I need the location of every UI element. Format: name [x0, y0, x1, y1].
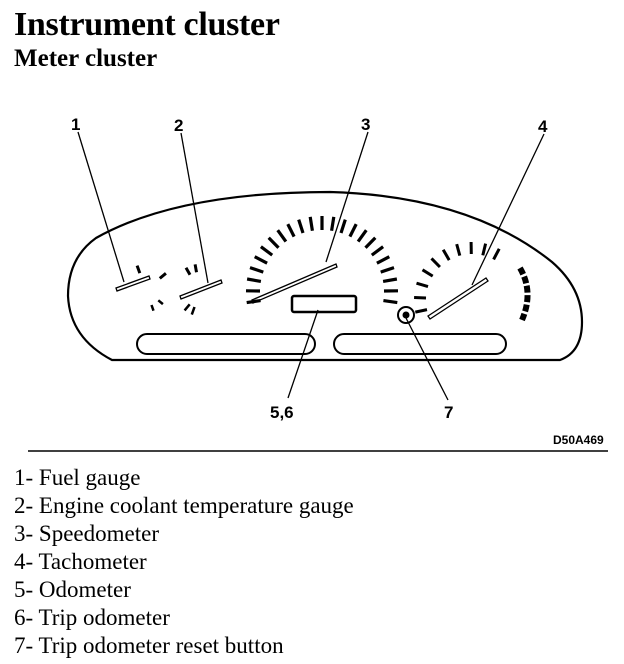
coolant-gauge-ticks: [183, 264, 198, 316]
speedometer-tick: [339, 219, 347, 234]
speedometer-tick: [249, 266, 264, 274]
speedometer-tick: [286, 223, 296, 238]
fuel-needle: [115, 275, 151, 292]
callout-3: 3: [361, 115, 370, 134]
tachometer-tick: [430, 257, 441, 269]
legend-item: 4- Tachometer: [14, 549, 147, 574]
fuel-gauge-tick: [158, 272, 167, 280]
legend-item: 5- Odometer: [14, 577, 131, 602]
callout-1: 1: [71, 115, 80, 134]
left-display-window: [136, 333, 316, 355]
odometer-display: [290, 294, 358, 314]
tachometer-tick: [414, 308, 428, 314]
coolant-gauge-tick: [190, 306, 196, 316]
legend-item: 1- Fuel gauge: [14, 465, 141, 490]
speedometer-tick: [267, 236, 280, 249]
legend-item: 3- Speedometer: [14, 521, 159, 546]
tachometer-tick: [481, 243, 488, 256]
callout-2: 2: [174, 116, 183, 135]
speedometer-tick: [246, 277, 262, 283]
figure-code: D50A469: [553, 433, 604, 447]
page-subtitle: Meter cluster: [14, 45, 158, 72]
legend-item: 7- Trip odometer reset button: [14, 633, 284, 658]
speedometer-ticks: [245, 216, 399, 305]
tachometer-ticks: [414, 241, 501, 314]
speedometer-needle: [251, 263, 338, 304]
speedometer-tick: [297, 219, 305, 234]
trip-reset-button: [397, 306, 415, 324]
speedometer-tick: [383, 299, 398, 305]
speedometer-tick: [308, 216, 314, 231]
cluster-housing: [66, 190, 584, 362]
right-display-window: [333, 333, 507, 355]
tachometer-tick: [441, 248, 451, 261]
speedometer-tick: [259, 245, 274, 257]
speedometer-tick: [253, 255, 268, 265]
speedometer-tick: [276, 229, 288, 243]
leader-lines: [77, 131, 545, 401]
coolant-gauge-tick: [193, 264, 198, 273]
callout-7: 7: [444, 403, 453, 422]
fuel-gauge-ticks: [135, 265, 167, 312]
fuel-gauge-tick: [157, 299, 164, 306]
parts-legend: 1- Fuel gauge 2- Engine coolant temperat…: [14, 464, 354, 660]
speedometer-tick: [356, 229, 368, 243]
callout-5-6: 5,6: [270, 403, 294, 422]
coolant-gauge-tick: [184, 267, 192, 276]
speedometer-tick: [364, 236, 377, 249]
callout-4: 4: [538, 117, 548, 136]
fuel-gauge-tick: [150, 304, 155, 312]
tachometer-tick: [492, 248, 501, 261]
tachometer-tick: [416, 281, 429, 289]
speedometer-tick: [380, 266, 395, 274]
coolant-needle: [179, 279, 223, 300]
speedometer-tick: [382, 277, 398, 283]
legend-item: 6- Trip odometer: [14, 605, 170, 630]
page-title: Instrument cluster: [14, 6, 280, 43]
tachometer-tick: [455, 243, 462, 256]
speedometer-tick: [348, 223, 358, 238]
tachometer-needle: [427, 277, 489, 320]
speedometer-tick: [376, 255, 391, 265]
tachometer-tick: [414, 296, 427, 300]
coolant-gauge-tick: [183, 303, 191, 312]
tachometer-tick: [421, 268, 434, 278]
legend-item: 2- Engine coolant temperature gauge: [14, 493, 354, 518]
tachometer-redline-arc: [517, 266, 531, 322]
speedometer-tick: [370, 245, 385, 257]
speedometer-tick: [330, 216, 336, 231]
fuel-gauge-tick: [135, 265, 142, 274]
